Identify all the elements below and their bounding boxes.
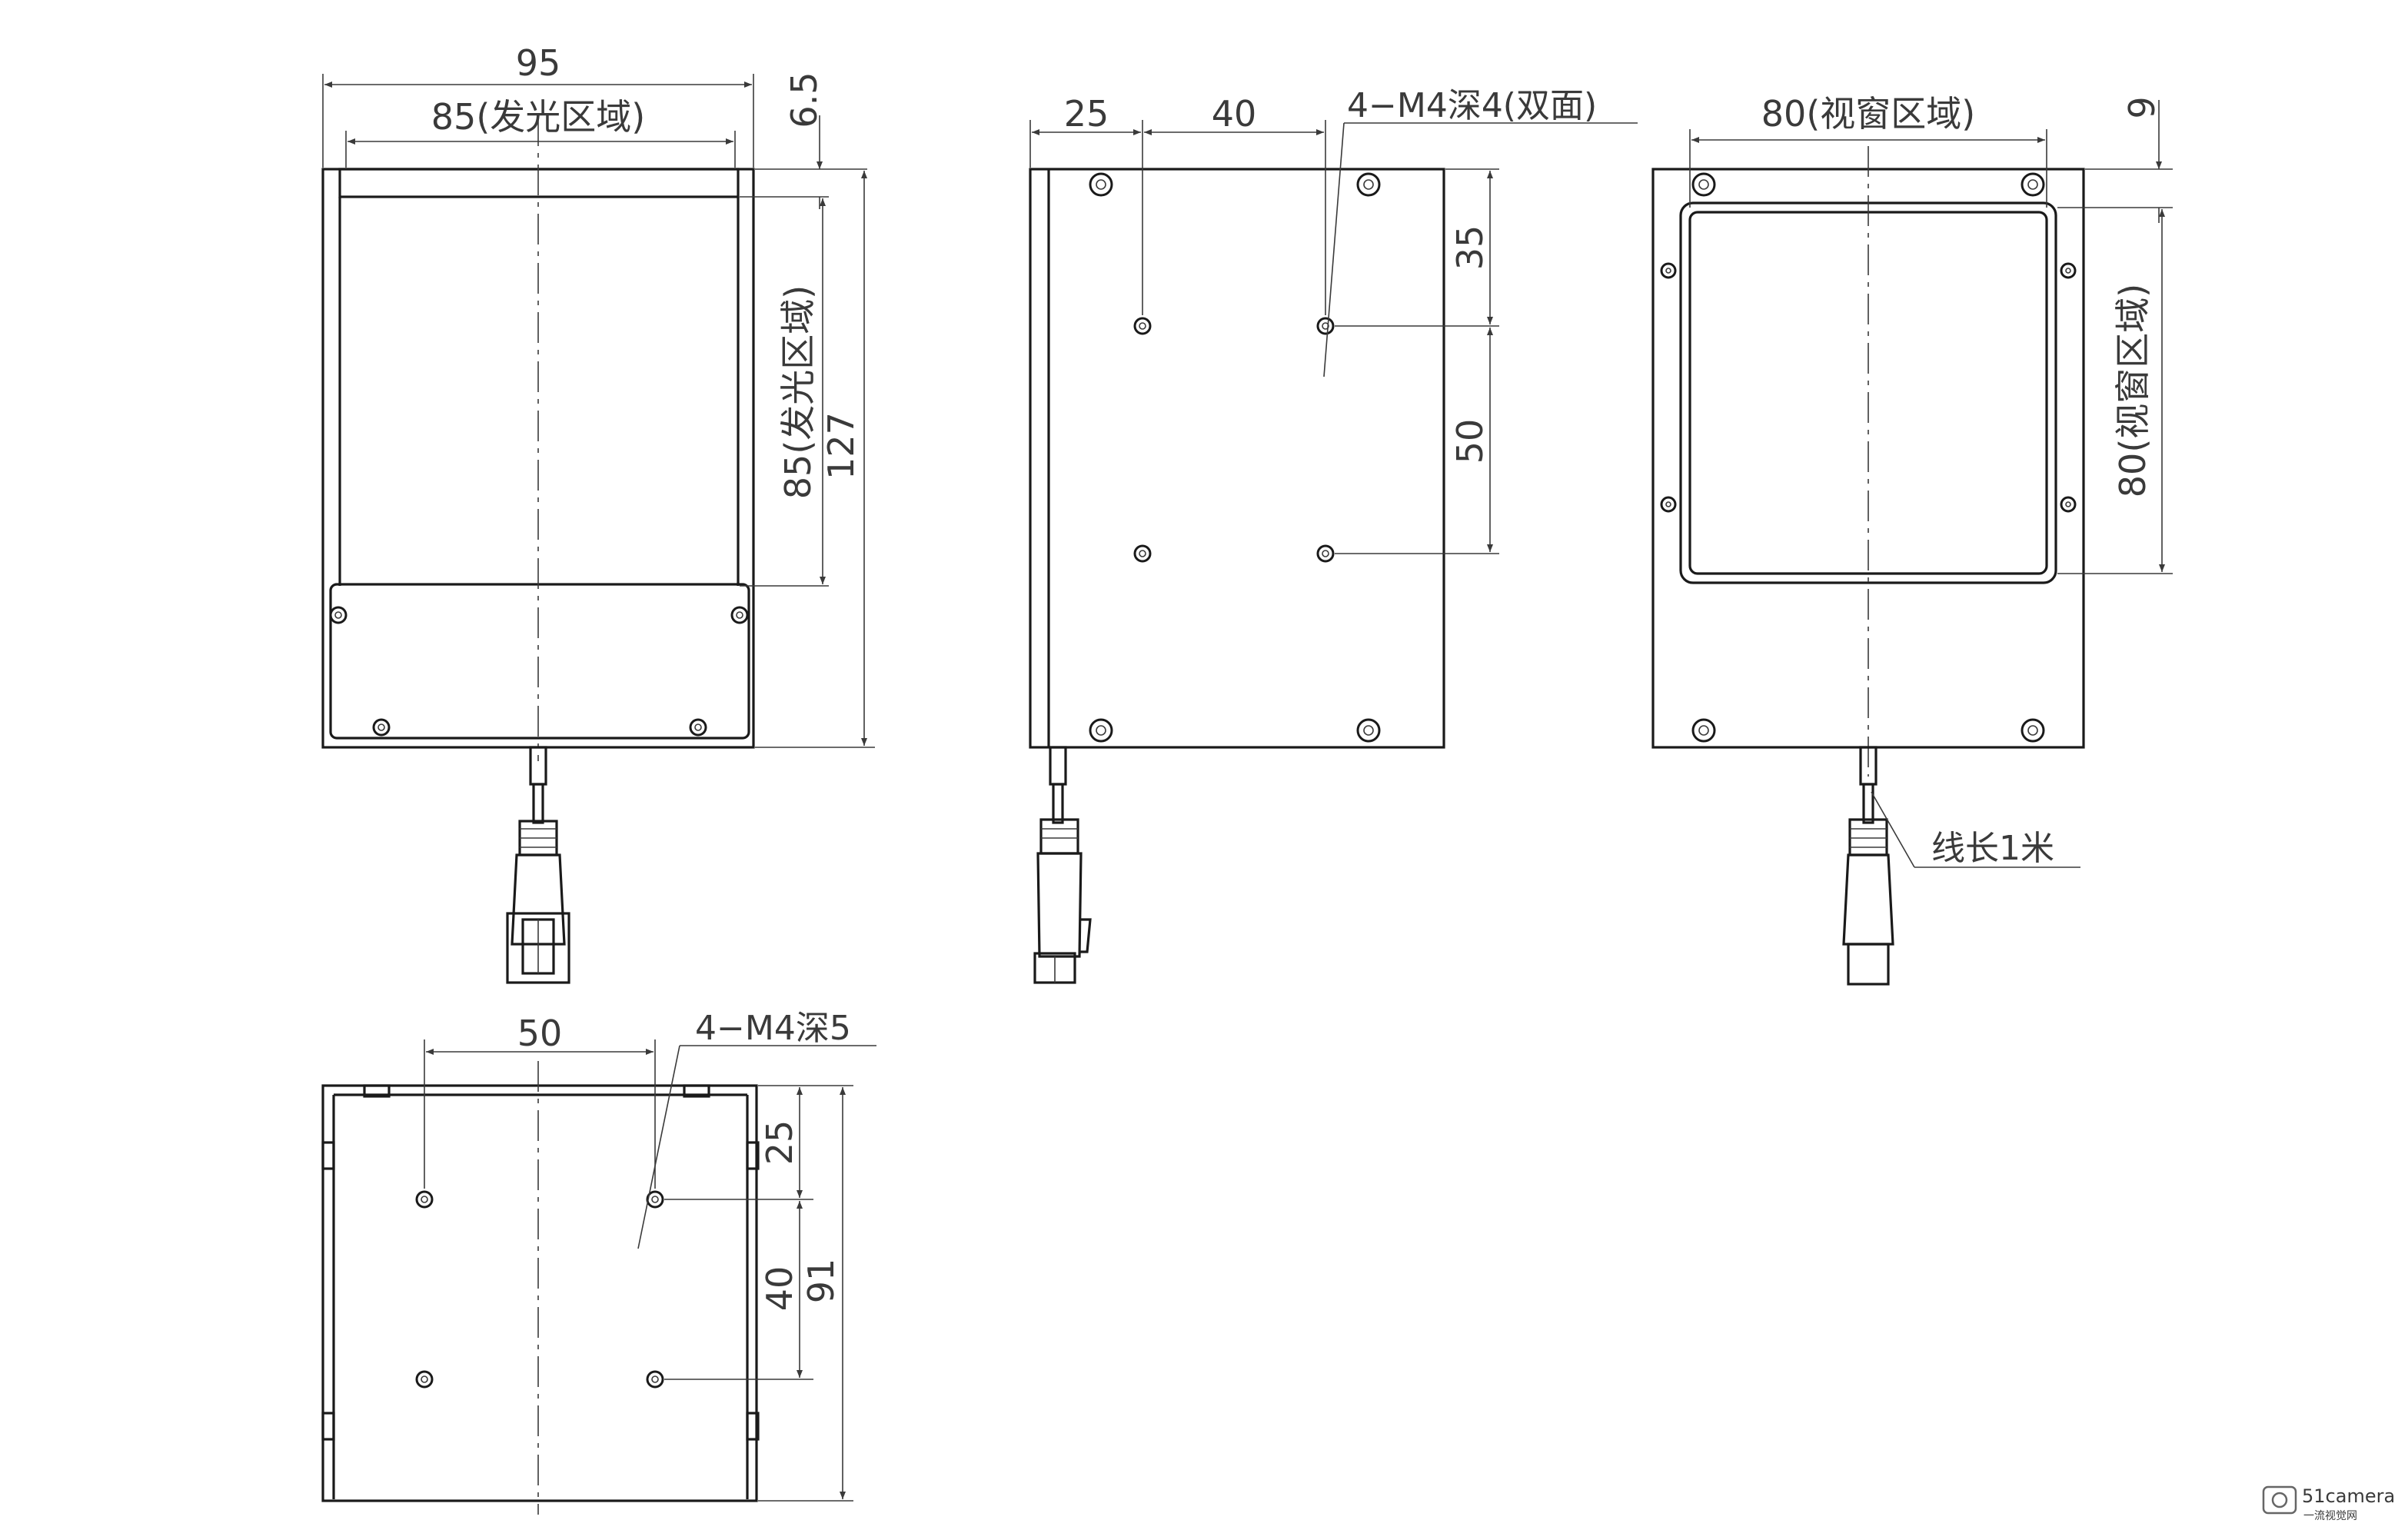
bottom-m4-holes bbox=[415, 1190, 664, 1389]
back-cable-note: 线长1米 bbox=[1931, 829, 2054, 868]
front-view: 95 85(发光区域) 6.5 85(发光区域) 127 bbox=[321, 42, 875, 984]
watermark-brand: 51camera bbox=[2302, 1485, 2395, 1507]
side-view: 25 40 4−M4深4(双面) 35 50 bbox=[1029, 86, 1638, 984]
bottom-body-outline bbox=[321, 1084, 758, 1502]
dim-bottom-hole-spacing-y: 40 bbox=[759, 1266, 800, 1312]
dim-emit-height: 85(发光区域) bbox=[777, 285, 819, 499]
side-m4-holes bbox=[1133, 317, 1335, 563]
back-side-screws bbox=[1660, 262, 2077, 513]
side-cable-connector bbox=[1033, 746, 1092, 984]
dim-bottom-hole-spacing-x: 50 bbox=[517, 1013, 563, 1054]
back-dimensions: 80(视窗区域) 9 80(视窗区域) 线长1米 bbox=[1689, 93, 2173, 868]
bottom-dimensions: 50 4−M4深5 25 40 91 bbox=[424, 1009, 876, 1502]
watermark: 51camera 一流视觉网 bbox=[2262, 1485, 2395, 1522]
side-dimensions: 25 40 4−M4深4(双面) 35 50 bbox=[1029, 86, 1638, 554]
dim-height-total: 127 bbox=[820, 412, 862, 480]
dim-side-offset-left: 25 bbox=[1064, 93, 1109, 135]
back-cable-connector bbox=[1842, 746, 1894, 986]
dim-side-hole-spacing-x: 40 bbox=[1212, 93, 1257, 135]
back-view: 80(视窗区域) 9 80(视窗区域) 线长1米 bbox=[1651, 93, 2173, 986]
back-corner-holes bbox=[1691, 172, 2045, 743]
dim-side-hole-offset-top: 35 bbox=[1449, 225, 1491, 271]
dim-side-hole-spacing-y: 50 bbox=[1449, 419, 1491, 464]
front-screw-holes bbox=[329, 606, 749, 737]
dim-window-width: 80(视窗区域) bbox=[1761, 93, 1975, 135]
bottom-tabs bbox=[321, 1084, 760, 1441]
side-body-outline bbox=[1029, 168, 1445, 749]
side-corner-holes bbox=[1089, 172, 1381, 743]
bottom-view: 50 4−M4深5 25 40 91 bbox=[321, 1009, 876, 1515]
front-dimensions: 95 85(发光区域) 6.5 85(发光区域) 127 bbox=[322, 42, 875, 748]
dim-bottom-hole-offset-top: 25 bbox=[759, 1120, 800, 1166]
dim-window-height: 80(视窗区域) bbox=[2112, 284, 2154, 497]
dim-back-top-offset: 9 bbox=[2121, 96, 2163, 118]
front-cover-plate bbox=[329, 583, 750, 740]
watermark-sub: 一流视觉网 bbox=[2303, 1510, 2357, 1522]
bottom-thread-note: 4−M4深5 bbox=[695, 1009, 851, 1048]
dim-width-total: 95 bbox=[516, 42, 561, 84]
front-cable-connector bbox=[506, 746, 570, 984]
dim-emit-width: 85(发光区域) bbox=[431, 96, 645, 138]
dim-bottom-depth-total: 91 bbox=[800, 1259, 842, 1304]
side-thread-note: 4−M4深4(双面) bbox=[1347, 86, 1597, 125]
camera-logo-icon bbox=[2262, 1485, 2297, 1515]
front-top-strip bbox=[338, 168, 740, 198]
dim-top-offset: 6.5 bbox=[783, 72, 825, 128]
